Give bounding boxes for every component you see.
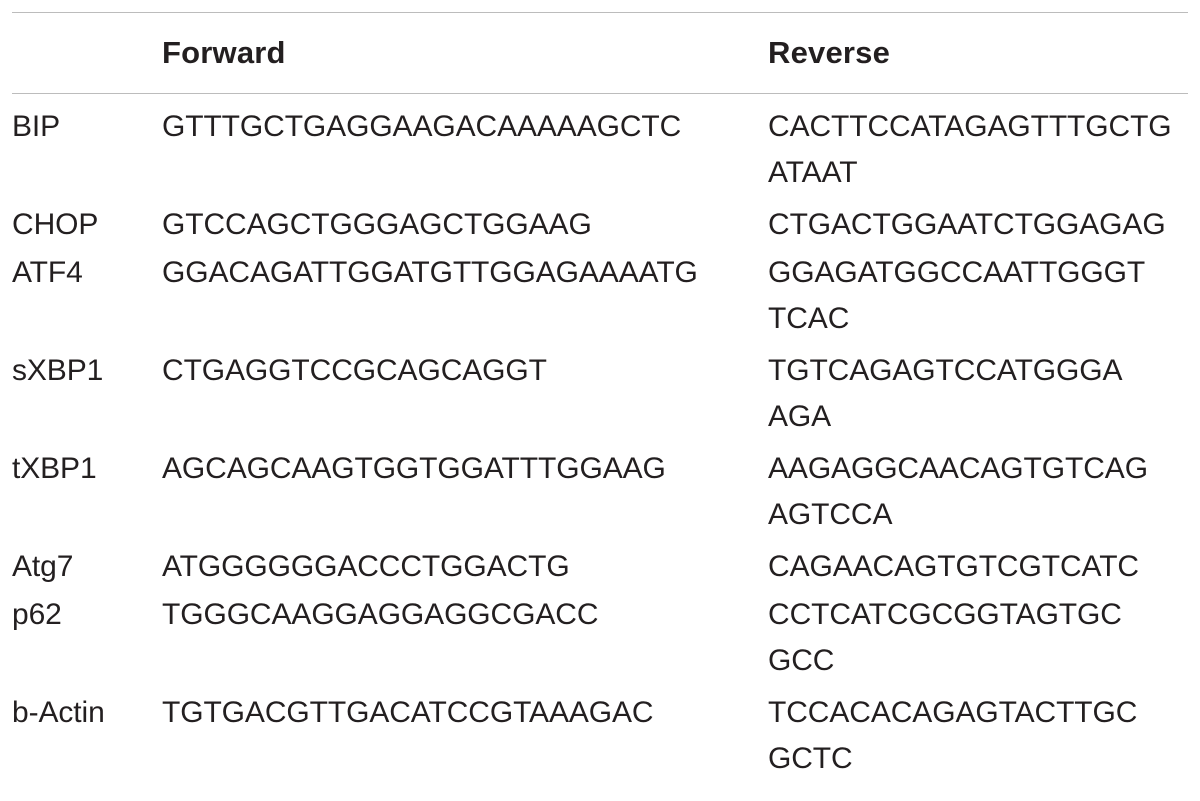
cell-reverse: CCTCATCGCGGTAGTGC GCC bbox=[768, 592, 1188, 684]
cell-forward: TGGGCAAGGAGGAGGCGACC bbox=[162, 598, 599, 631]
cell-reverse-line-1: CCTCATCGCGGTAGTGC bbox=[768, 598, 1122, 631]
cell-gene: sXBP1 bbox=[12, 354, 104, 387]
header-reverse: Reverse bbox=[768, 35, 891, 70]
table-row: BIP GTTTGCTGAGGAAGACAAAAAGCTC CACTTCCATAGA… bbox=[12, 104, 1188, 196]
cell-reverse: AAGAGGCAACAGTGTCAG AGTCCA bbox=[768, 446, 1188, 538]
table-row: tXBP1 AGCAGCAAGTGGTGGATTTGGAAG AAGAGGCAACA… bbox=[12, 446, 1188, 538]
cell-reverse: TCCACACAGAGTACTTGC GCTC bbox=[768, 690, 1188, 782]
cell-reverse-line-1: CTGACTGGAATCTGGAGAG bbox=[768, 208, 1166, 241]
cell-reverse-line-1: AAGAGGCAACAGTGTCAG bbox=[768, 452, 1148, 485]
header-forward: Forward bbox=[162, 35, 286, 70]
table-row: ATF4 GGACAGATTGGATGTTGGAGAAAATG GGAGATGGCC… bbox=[12, 250, 1188, 342]
cell-gene: Atg7 bbox=[12, 550, 74, 583]
table-body: BIP GTTTGCTGAGGAAGACAAAAAGCTC CACTTCCATAGA… bbox=[12, 94, 1188, 782]
cell-reverse-line-2: AGTCCA bbox=[768, 498, 893, 531]
header-rule bbox=[12, 93, 1188, 94]
cell-reverse-line-1: GGAGATGGCCAATTGGGT bbox=[768, 256, 1146, 289]
cell-forward: ATGGGGGGACCCTGGACTG bbox=[162, 550, 570, 583]
table-row: Atg7 ATGGGGGGACCCTGGACTG CAGAACAGTGTCGTCAT… bbox=[12, 544, 1188, 590]
cell-reverse: TGTCAGAGTCCATGGGA AGA bbox=[768, 348, 1188, 440]
cell-forward: CTGAGGTCCGCAGCAGGT bbox=[162, 354, 547, 387]
cell-forward: GTCCAGCTGGGAGCTGGAAG bbox=[162, 208, 592, 241]
cell-reverse-line-2: TCAC bbox=[768, 302, 850, 335]
cell-gene: BIP bbox=[12, 110, 61, 143]
table-row: sXBP1 CTGAGGTCCGCAGCAGGT TGTCAGAGTCCATGGGA… bbox=[12, 348, 1188, 440]
cell-reverse-line-2: GCC bbox=[768, 644, 835, 677]
cell-reverse-line-1: CACTTCCATAGAGTTTGCTG bbox=[768, 110, 1172, 143]
cell-reverse-line-2: ATAAT bbox=[768, 156, 858, 189]
cell-reverse-line-2: GCTC bbox=[768, 742, 853, 775]
cell-forward: AGCAGCAAGTGGTGGATTTGGAAG bbox=[162, 452, 666, 485]
cell-reverse-line-1: TCCACACAGAGTACTTGC bbox=[768, 696, 1138, 729]
cell-gene: ATF4 bbox=[12, 256, 83, 289]
table-row: CHOP GTCCAGCTGGGAGCTGGAAG CTGACTGGAATCTGGA… bbox=[12, 202, 1188, 248]
cell-reverse-line-2: AGA bbox=[768, 400, 832, 433]
table-header-row: Forward Reverse bbox=[12, 13, 1188, 93]
table-row: b-Actin TGTGACGTTGACATCCGTAAAGAC TCCACACAG… bbox=[12, 690, 1188, 782]
cell-reverse-line-1: CAGAACAGTGTCGTCATC bbox=[768, 550, 1139, 583]
cell-reverse: CAGAACAGTGTCGTCATC bbox=[768, 544, 1188, 590]
cell-gene: tXBP1 bbox=[12, 452, 97, 485]
cell-reverse-line-1: TGTCAGAGTCCATGGGA bbox=[768, 354, 1123, 387]
cell-gene: CHOP bbox=[12, 208, 99, 241]
table-row: p62 TGGGCAAGGAGGAGGCGACC CCTCATCGCGGTAGTGC… bbox=[12, 592, 1188, 684]
cell-reverse: CACTTCCATAGAGTTTGCTG ATAAT bbox=[768, 104, 1188, 196]
cell-gene: b-Actin bbox=[12, 696, 105, 729]
cell-gene: p62 bbox=[12, 598, 62, 631]
primer-table: Forward Reverse BIP GTTTGCTGAGGAAGACAAAAA… bbox=[12, 12, 1188, 788]
cell-reverse: GGAGATGGCCAATTGGGT TCAC bbox=[768, 250, 1188, 342]
top-rule bbox=[12, 12, 1188, 13]
cell-forward: GTTTGCTGAGGAAGACAAAAAGCTC bbox=[162, 110, 682, 143]
cell-reverse: CTGACTGGAATCTGGAGAG bbox=[768, 202, 1188, 248]
cell-forward: GGACAGATTGGATGTTGGAGAAAATG bbox=[162, 256, 698, 289]
cell-forward: TGTGACGTTGACATCCGTAAAGAC bbox=[162, 696, 654, 729]
